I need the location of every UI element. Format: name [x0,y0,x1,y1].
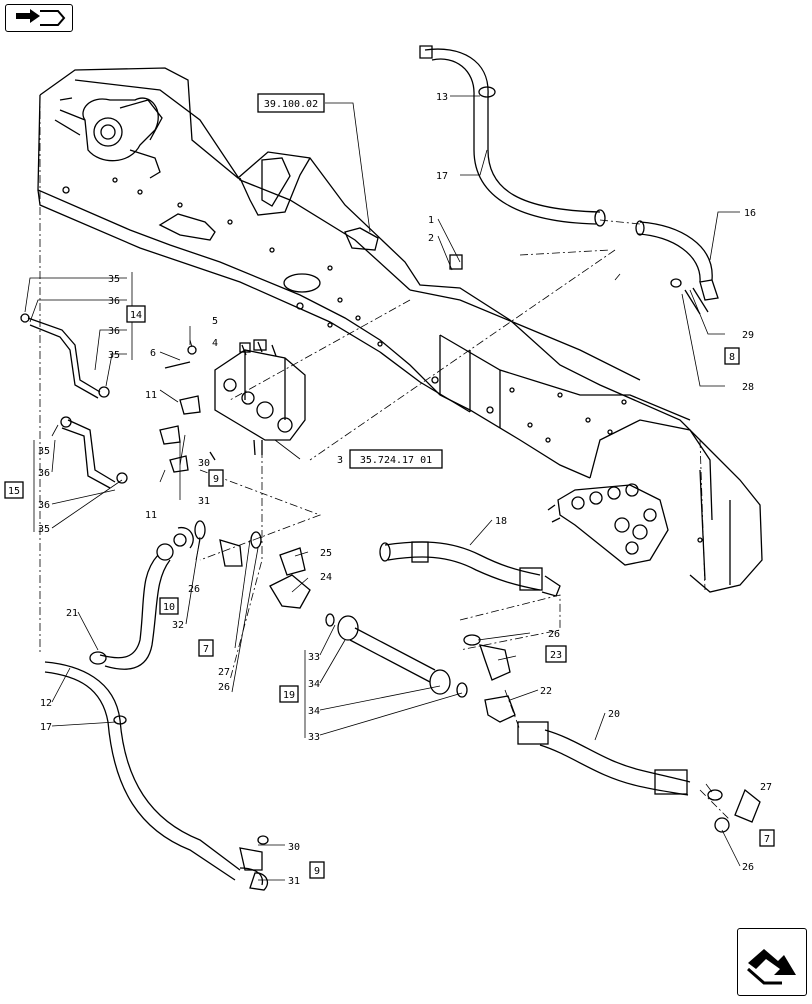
hose-12-17 [44,661,264,886]
svg-text:22: 22 [540,686,552,697]
svg-text:12: 12 [40,698,52,709]
next-page-button[interactable] [737,928,807,996]
steel-pipe-15 [60,416,128,489]
boxed-callout-10[interactable]: 10 [159,597,179,615]
tube-33-34 [325,613,468,698]
hose-13-17 [419,45,606,227]
svg-text:10: 10 [163,602,175,613]
svg-text:23: 23 [550,650,562,661]
svg-text:36: 36 [108,296,120,307]
assembly-lines [39,95,731,821]
svg-text:18: 18 [495,516,507,527]
svg-text:21: 21 [66,608,78,619]
svg-text:11: 11 [145,390,157,401]
svg-text:11: 11 [145,510,157,521]
svg-text:17: 17 [40,722,52,733]
svg-text:25: 25 [320,548,332,559]
svg-text:30: 30 [198,458,210,469]
svg-text:39.100.02: 39.100.02 [264,99,318,110]
svg-text:7: 7 [764,834,770,845]
svg-text:27: 27 [218,667,230,678]
boxed-callout-15[interactable]: 15 [4,481,24,499]
svg-text:36: 36 [38,500,50,511]
svg-text:31: 31 [198,496,210,507]
hose-20 [517,721,691,796]
svg-text:36: 36 [38,468,50,479]
hose-18 [379,541,561,597]
svg-text:19: 19 [283,690,295,701]
control-valve-block-right [547,483,669,566]
boxed-callout-7-left[interactable]: 7 [198,639,214,657]
svg-text:35: 35 [38,524,50,535]
svg-text:28: 28 [742,382,754,393]
boxed-callout-7-right[interactable]: 7 [759,829,775,847]
reference-box-35-724-17-01[interactable]: 35.724.17 01 [349,449,443,469]
svg-text:33: 33 [308,732,320,743]
callout-labels: 1 2 3 4 5 6 11 11 12 13 16 17 17 18 20 2… [38,92,772,887]
svg-text:15: 15 [8,486,20,497]
svg-text:35.724.17 01: 35.724.17 01 [360,455,432,466]
page-back-arrow-icon [16,9,66,26]
svg-text:33: 33 [308,652,320,663]
svg-text:35: 35 [108,350,120,361]
svg-text:35: 35 [38,446,50,457]
svg-text:20: 20 [608,709,620,720]
svg-text:9: 9 [314,866,320,877]
svg-text:2: 2 [428,233,434,244]
svg-text:13: 13 [436,92,448,103]
leader-lines [24,95,741,881]
svg-text:9: 9 [213,474,219,485]
svg-text:36: 36 [108,326,120,337]
svg-text:26: 26 [742,862,754,873]
svg-text:6: 6 [150,348,156,359]
boxed-callout-23[interactable]: 23 [545,645,567,663]
svg-text:5: 5 [212,316,218,327]
svg-text:26: 26 [218,682,230,693]
svg-text:26: 26 [188,584,200,595]
svg-text:26: 26 [548,629,560,640]
boxed-callout-8[interactable]: 8 [724,347,740,365]
page-forward-arrow-icon [747,949,796,985]
svg-text:1: 1 [428,215,434,226]
boxed-callout-19[interactable]: 19 [279,685,299,703]
svg-text:24: 24 [320,572,332,583]
svg-text:27: 27 [760,782,772,793]
main-control-valve [214,339,306,456]
svg-text:29: 29 [742,330,754,341]
svg-text:35: 35 [108,274,120,285]
o-rings [187,278,730,845]
svg-text:32: 32 [172,620,184,631]
steel-pipe-14 [20,313,110,399]
hose-21 [89,533,187,670]
boxed-callout-14[interactable]: 14 [126,305,146,323]
boxed-callout-9-upper[interactable]: 9 [208,469,224,487]
previous-page-button[interactable] [5,4,73,32]
hose-16 [635,220,719,301]
svg-text:14: 14 [130,310,142,321]
svg-text:4: 4 [212,338,218,349]
svg-text:8: 8 [729,352,735,363]
svg-text:7: 7 [203,644,209,655]
boxed-callout-9-lower[interactable]: 9 [309,861,325,879]
svg-text:34: 34 [308,706,320,717]
svg-text:31: 31 [288,876,300,887]
svg-text:34: 34 [308,679,320,690]
chassis-frame [37,67,763,593]
svg-text:30: 30 [288,842,300,853]
svg-text:17: 17 [436,171,448,182]
reference-box-39-100-02[interactable]: 39.100.02 [257,93,325,113]
svg-text:16: 16 [744,208,756,219]
svg-text:3: 3 [337,455,343,466]
